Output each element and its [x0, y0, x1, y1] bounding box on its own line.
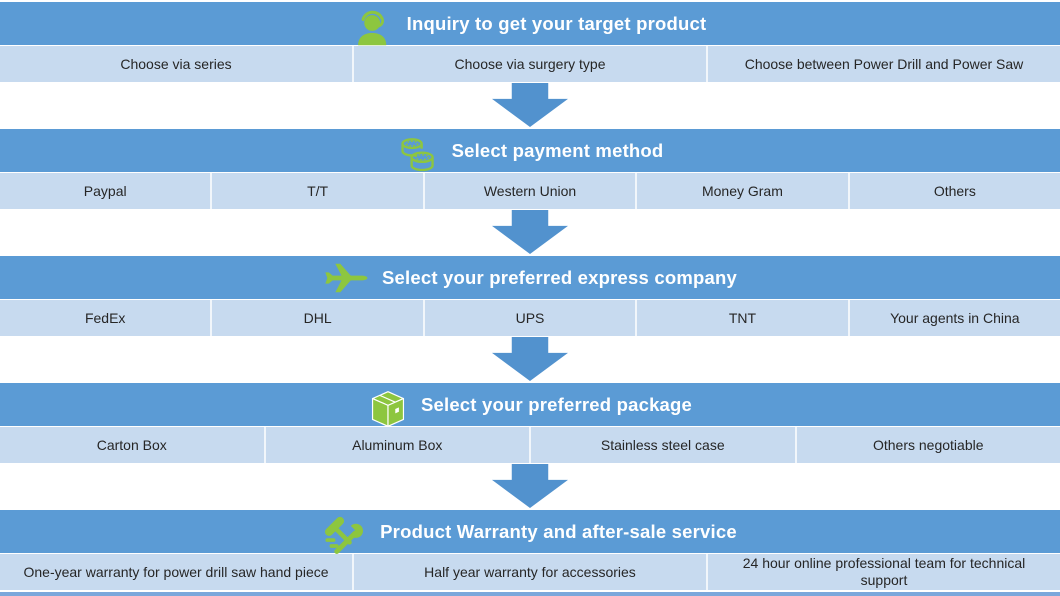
airplane-icon	[323, 256, 369, 299]
step-payment-title: Select payment method	[451, 139, 664, 161]
step-warranty-options: One-year warranty for power drill saw ha…	[0, 554, 1060, 590]
support-agent-icon	[354, 6, 394, 49]
package-icon	[368, 387, 408, 430]
option-aluminum-box: Aluminum Box	[263, 427, 530, 463]
step-express-header: Select your preferred express company	[0, 256, 1060, 299]
step-inquiry-options: Choose via series Choose via surgery typ…	[0, 46, 1060, 82]
step-package-title: Select your preferred package	[420, 393, 693, 415]
option-dhl: DHL	[210, 300, 422, 336]
step-inquiry-header: Inquiry to get your target product	[0, 2, 1060, 45]
option-carton-box: Carton Box	[96, 436, 167, 453]
option-tnt: TNT	[635, 300, 847, 336]
step-express-options: FedEx DHL UPS TNT Your agents in China	[0, 300, 1060, 336]
coins-icon	[397, 133, 439, 176]
option-paypal: Paypal	[83, 182, 127, 199]
step-package-header: Select your preferred package	[0, 383, 1060, 427]
option-ups: UPS	[422, 300, 635, 336]
step-payment: Select payment method Paypal T/T Western…	[0, 129, 1060, 209]
arrow-zone-3	[0, 336, 1060, 383]
step-express: Select your preferred express company Fe…	[0, 256, 1060, 336]
option-choose-via-series: Choose via series	[120, 55, 232, 72]
option-others-payment: Others	[847, 173, 1060, 209]
option-tt: T/T	[210, 173, 422, 209]
step-payment-header: Select payment method	[0, 129, 1060, 172]
option-stainless-steel-case: Stainless steel case	[529, 427, 795, 463]
option-one-year-warranty: One-year warranty for power drill saw ha…	[23, 563, 329, 580]
down-arrow-icon	[492, 464, 568, 508]
option-others-negotiable: Others negotiable	[794, 427, 1060, 463]
step-express-title: Select your preferred express company	[382, 266, 737, 288]
step-inquiry-title: Inquiry to get your target product	[406, 12, 707, 34]
down-arrow-icon	[492, 337, 568, 381]
step-warranty-header: Product Warranty and after-sale service	[0, 510, 1060, 554]
option-agents-in-china: Your agents in China	[847, 300, 1060, 336]
option-fedex: FedEx	[84, 309, 126, 326]
arrow-zone-4	[0, 463, 1060, 510]
option-western-union: Western Union	[422, 173, 635, 209]
down-arrow-icon	[492, 210, 568, 254]
step-inquiry: Inquiry to get your target product Choos…	[0, 2, 1060, 82]
arrow-zone-1	[0, 82, 1060, 129]
bottom-edge-strip	[0, 592, 1060, 596]
step-warranty-title: Product Warranty and after-sale service	[380, 520, 737, 542]
down-arrow-icon	[492, 83, 568, 127]
option-24-hour-support: 24 hour online professional team for tec…	[706, 554, 1060, 590]
option-money-gram: Money Gram	[635, 173, 847, 209]
arrow-zone-2	[0, 209, 1060, 256]
option-choose-via-surgery-type: Choose via surgery type	[352, 46, 706, 82]
option-choose-drill-or-saw: Choose between Power Drill and Power Saw	[706, 46, 1060, 82]
step-package: Select your preferred package Carton Box…	[0, 383, 1060, 463]
step-package-options: Carton Box Aluminum Box Stainless steel …	[0, 427, 1060, 463]
tools-icon	[323, 514, 367, 557]
option-half-year-warranty: Half year warranty for accessories	[352, 554, 706, 590]
step-payment-options: Paypal T/T Western Union Money Gram Othe…	[0, 173, 1060, 209]
step-warranty: Product Warranty and after-sale service …	[0, 510, 1060, 590]
